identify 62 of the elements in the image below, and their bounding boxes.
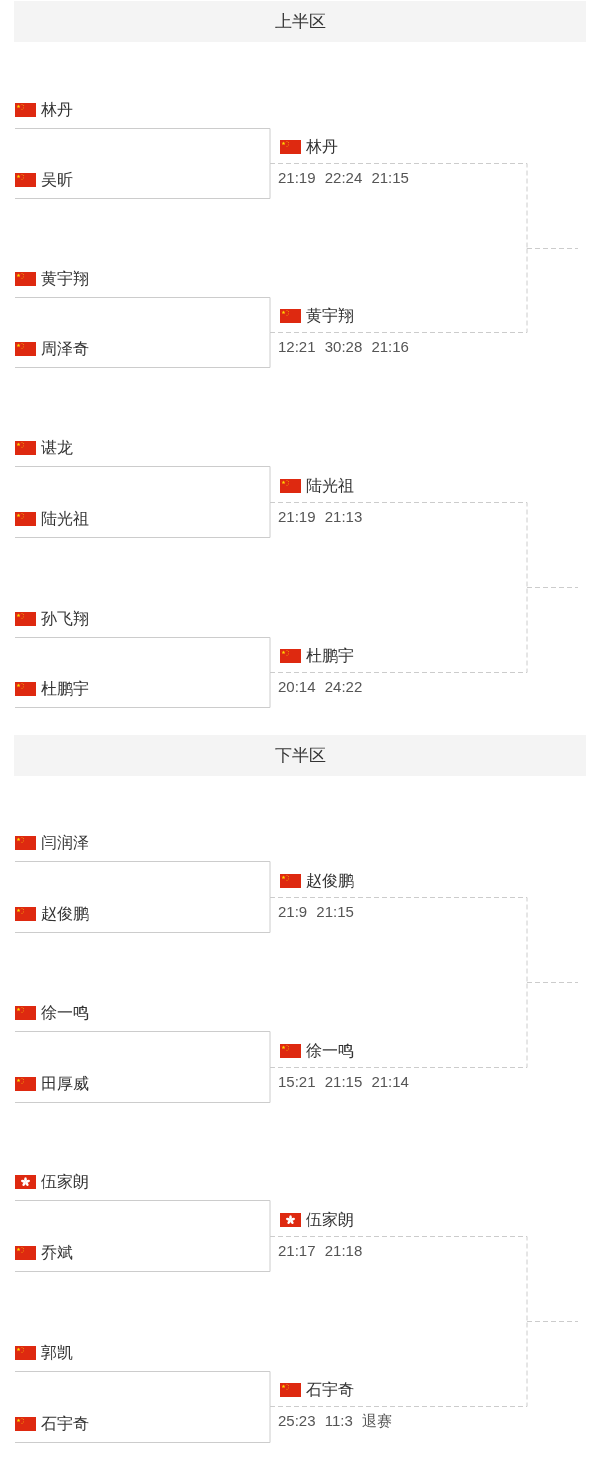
player-name: 乔斌: [41, 1243, 73, 1263]
player-name: 陆光祖: [306, 476, 354, 496]
player-name: 赵俊鹏: [41, 904, 89, 924]
match-score: 21:9 21:15: [278, 903, 354, 921]
bracket-line: [269, 897, 528, 983]
bracket-line: [14, 1200, 271, 1237]
bracket-line: [526, 982, 579, 983]
player-name: 吴昕: [41, 170, 73, 190]
bracket-line: [269, 1236, 528, 1322]
bracket-line: [14, 1031, 271, 1068]
bracket-line: [14, 297, 271, 333]
bracket-line: [14, 466, 271, 503]
player-name: 杜鹏宇: [306, 646, 354, 666]
bracket-line: [526, 587, 579, 588]
player-name: 周泽奇: [41, 339, 89, 359]
section-header: 上半区: [14, 1, 586, 42]
player-name: 田厚威: [41, 1074, 89, 1094]
bracket-line: [14, 637, 271, 673]
match-score: 12:21 30:28 21:16: [278, 338, 409, 356]
bracket-line: [14, 128, 271, 164]
bracket-line: [14, 897, 271, 933]
bracket-line: [14, 1236, 271, 1272]
bracket-line: [14, 861, 271, 898]
match-score: 21:17 21:18: [278, 1242, 363, 1260]
player-name: 石宇奇: [41, 1414, 89, 1434]
bracket-line: [14, 332, 271, 368]
bracket-line: [14, 1067, 271, 1103]
bracket-line: [269, 163, 528, 249]
player-name: 闫润泽: [41, 833, 89, 853]
bracket-line: [526, 248, 579, 249]
player-name: 陆光祖: [41, 509, 89, 529]
player-name: 郭凯: [41, 1343, 73, 1363]
player-name: 黄宇翔: [306, 306, 354, 326]
player-name: 徐一鸣: [41, 1003, 89, 1023]
bracket-line: [14, 672, 271, 708]
player-name: 石宇奇: [306, 1380, 354, 1400]
bracket-line: [14, 1371, 271, 1407]
bracket-line: [269, 502, 528, 588]
bracket-line: [14, 163, 271, 199]
player-name: 谌龙: [41, 438, 73, 458]
player-name: 林丹: [306, 137, 338, 157]
match-score: 21:19 22:24 21:15: [278, 169, 409, 187]
bracket-line: [269, 587, 528, 673]
player-name: 伍家朗: [41, 1172, 89, 1192]
match-score: 21:19 21:13: [278, 508, 363, 526]
match-score: 25:23 11:3 退赛: [278, 1412, 392, 1430]
section-header: 下半区: [14, 735, 586, 776]
bracket-line: [526, 1321, 579, 1322]
match-score: 15:21 21:15 21:14: [278, 1073, 409, 1091]
player-name: 林丹: [41, 100, 73, 120]
player-name: 赵俊鹏: [306, 871, 354, 891]
player-name: 伍家朗: [306, 1210, 354, 1230]
player-name: 徐一鸣: [306, 1041, 354, 1061]
match-score: 20:14 24:22: [278, 678, 363, 696]
bracket-line: [269, 982, 528, 1068]
player-name: 黄宇翔: [41, 269, 89, 289]
bracket-line: [14, 1406, 271, 1443]
player-name: 杜鹏宇: [41, 679, 89, 699]
bracket-line: [269, 1321, 528, 1407]
bracket-line: [269, 248, 528, 333]
player-name: 孙飞翔: [41, 609, 89, 629]
bracket-line: [14, 502, 271, 538]
